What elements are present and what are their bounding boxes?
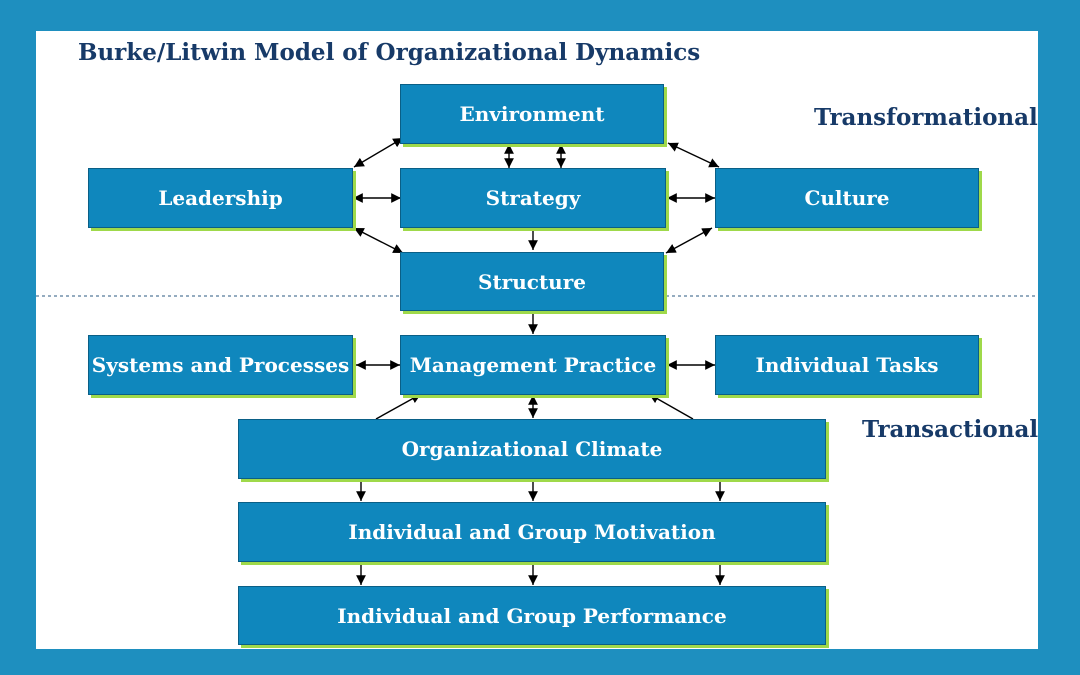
leadership-box: Leadership — [88, 168, 353, 228]
systems-processes-label: Systems and Processes — [91, 353, 350, 377]
performance-label: Individual and Group Performance — [337, 603, 727, 628]
arrow-culture-structure — [665, 227, 713, 254]
strategy-box: Strategy — [400, 168, 666, 228]
culture-box: Culture — [715, 168, 979, 228]
organizational-climate-box: Organizational Climate — [238, 419, 826, 479]
arrow-leadership-environment — [353, 137, 404, 168]
environment-label: Environment — [459, 102, 605, 126]
organizational-climate-label: Organizational Climate — [401, 437, 663, 461]
page-title: Burke/Litwin Model of Organizational Dyn… — [78, 39, 701, 66]
structure-label: Structure — [478, 269, 586, 294]
arrow-culture-environment — [667, 142, 720, 168]
environment-box: Environment — [400, 84, 664, 144]
transformational-label: Transformational — [814, 104, 1038, 131]
individual-tasks-box: Individual Tasks — [715, 335, 979, 395]
leadership-label: Leadership — [158, 186, 283, 210]
motivation-label: Individual and Group Motivation — [348, 520, 716, 544]
structure-box: Structure — [400, 252, 664, 311]
arrow-climate-management-right — [648, 393, 694, 420]
management-practice-label: Management Practice — [409, 353, 657, 377]
management-practice-box: Management Practice — [400, 335, 666, 395]
systems-processes-box: Systems and Processes — [88, 335, 353, 395]
transactional-label: Transactional — [862, 416, 1039, 443]
individual-tasks-label: Individual Tasks — [755, 353, 939, 377]
performance-box: Individual and Group Performance — [238, 586, 826, 645]
slide-canvas: Burke/Litwin Model of Organizational Dyn… — [36, 31, 1038, 649]
strategy-label: Strategy — [485, 186, 581, 210]
arrow-climate-management-left — [375, 393, 422, 420]
culture-label: Culture — [804, 186, 890, 210]
arrow-leadership-structure — [353, 227, 404, 254]
motivation-box: Individual and Group Motivation — [238, 502, 826, 562]
